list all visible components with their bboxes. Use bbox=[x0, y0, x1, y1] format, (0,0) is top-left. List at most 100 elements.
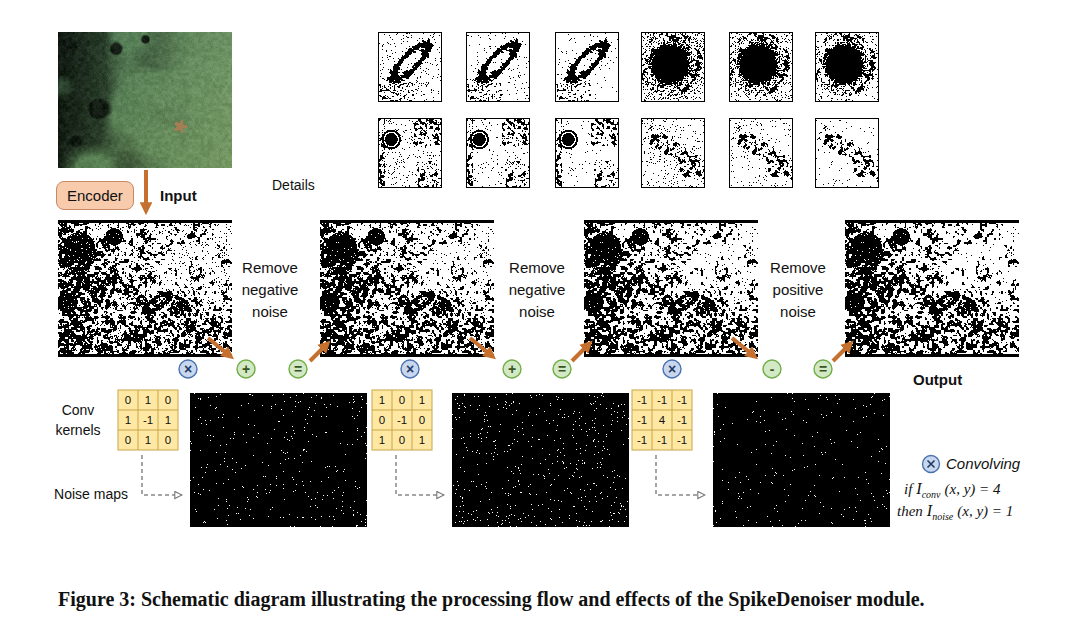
label-slot: -1 bbox=[652, 390, 672, 410]
label-slot: 0 bbox=[158, 430, 178, 450]
legend-cross bbox=[928, 461, 935, 468]
stage-label: Output bbox=[913, 371, 983, 389]
legend-symbol bbox=[923, 456, 940, 473]
detail-image bbox=[641, 32, 705, 102]
kernel-cell: 1 bbox=[158, 410, 178, 430]
formula-text: if bbox=[904, 481, 912, 498]
dashed-arrow bbox=[656, 455, 705, 495]
legend: Convolving bbox=[946, 455, 1020, 473]
kernel-grid bbox=[118, 390, 178, 450]
node-text: = bbox=[294, 362, 302, 376]
kernel-grid bbox=[372, 390, 432, 450]
kernel-cell: -1 bbox=[632, 410, 652, 430]
detail-image bbox=[555, 118, 619, 188]
flow-arrow bbox=[144, 170, 148, 210]
label-slot: -1 bbox=[672, 390, 692, 410]
kernel-cell: 0 bbox=[392, 430, 412, 450]
label-slot: -1 bbox=[632, 390, 652, 410]
label-slot: 0 bbox=[118, 430, 138, 450]
operator-circle: + bbox=[502, 359, 522, 379]
label-slot: 0 bbox=[118, 390, 138, 410]
formula-line: thenInoise(x, y) = 1 bbox=[897, 502, 1017, 522]
kernel-cell: -1 bbox=[632, 390, 652, 410]
detail-image bbox=[466, 118, 530, 188]
detail-image bbox=[815, 32, 879, 102]
detail-image bbox=[815, 118, 879, 188]
detail-image bbox=[466, 32, 530, 102]
formula-text: then bbox=[897, 503, 923, 520]
row-label: Conv kernels bbox=[44, 400, 112, 440]
circle-shape bbox=[401, 360, 419, 378]
formula-text: I bbox=[916, 480, 921, 498]
detail-image bbox=[378, 118, 442, 188]
legend-circle bbox=[923, 456, 940, 473]
label-slot: -1 bbox=[632, 410, 652, 430]
flow-arrow bbox=[732, 338, 754, 356]
circle-shape bbox=[763, 360, 781, 378]
step-label: Remove negative noise bbox=[499, 257, 575, 323]
node-text: = bbox=[558, 362, 566, 376]
kernel-cell: -1 bbox=[138, 410, 158, 430]
flow-arrows bbox=[146, 170, 850, 361]
kernel-grid bbox=[632, 390, 692, 450]
flow-arrow bbox=[310, 344, 327, 361]
label-slot: 0 bbox=[372, 410, 392, 430]
label-slot: 1 bbox=[158, 410, 178, 430]
kernel-cell: 1 bbox=[412, 430, 432, 450]
operator-circle: + bbox=[236, 359, 256, 379]
detail-image bbox=[378, 32, 442, 102]
operator-circle: × bbox=[400, 359, 420, 379]
label-slot: -1 bbox=[652, 430, 672, 450]
kernel-cell: 1 bbox=[138, 430, 158, 450]
kernel-cell: 1 bbox=[372, 390, 392, 410]
node-text: × bbox=[406, 362, 414, 376]
kernel-cell: -1 bbox=[672, 410, 692, 430]
kernel-cell: 1 bbox=[412, 390, 432, 410]
node-text: Encoder bbox=[67, 187, 123, 204]
legend-entry: Convolving bbox=[946, 455, 1020, 473]
label-slot: Remove negative noise bbox=[499, 257, 575, 323]
circle-shape bbox=[663, 360, 681, 378]
kernel-cell: 0 bbox=[118, 390, 138, 410]
flow-arrow bbox=[833, 344, 850, 361]
step-label: Remove negative noise bbox=[232, 257, 308, 323]
formula-line: ifIconv(x, y) = 4 bbox=[904, 480, 1005, 500]
label-slot: 0 bbox=[392, 430, 412, 450]
kernel-cell: 4 bbox=[652, 410, 672, 430]
kernel-cell: 1 bbox=[138, 390, 158, 410]
kernel-cell: -1 bbox=[392, 410, 412, 430]
detail-images bbox=[378, 32, 879, 188]
formula-text: noise bbox=[932, 511, 953, 522]
label-slot: Details bbox=[272, 177, 342, 194]
label-slot: 1 bbox=[372, 430, 392, 450]
label-slot: 1 bbox=[138, 430, 158, 450]
detail-image bbox=[555, 32, 619, 102]
noise-map bbox=[713, 393, 890, 527]
label-slot: 1 bbox=[412, 430, 432, 450]
dashed-arrow bbox=[142, 455, 182, 495]
node-text: = bbox=[819, 362, 827, 376]
input-photo bbox=[58, 32, 232, 168]
detail-image bbox=[641, 118, 705, 188]
spike-map bbox=[58, 220, 232, 357]
stage-label: Input bbox=[160, 187, 220, 205]
kernel-cell: -1 bbox=[632, 430, 652, 450]
label-slot: Output bbox=[913, 371, 983, 389]
label-slot: Noise maps bbox=[30, 486, 128, 503]
node-text: - bbox=[770, 362, 775, 376]
operator-circle: = bbox=[288, 359, 308, 379]
dashed-arrows bbox=[142, 455, 705, 495]
label-slot: 0 bbox=[412, 410, 432, 430]
label-slot: 1 bbox=[118, 410, 138, 430]
kernel-cell: 1 bbox=[372, 430, 392, 450]
circle-shape bbox=[553, 360, 571, 378]
kernel-grids bbox=[118, 390, 692, 450]
flow-arrow bbox=[470, 338, 492, 356]
kernel-cell: -1 bbox=[652, 390, 672, 410]
label-slot: 0 bbox=[392, 390, 412, 410]
kernel-grid-lines bbox=[372, 390, 432, 450]
caption-slot: Figure 3: Schematic diagram illustrating… bbox=[58, 587, 958, 612]
label-slot: -1 bbox=[632, 430, 652, 450]
kernel-grid-lines bbox=[118, 390, 178, 450]
